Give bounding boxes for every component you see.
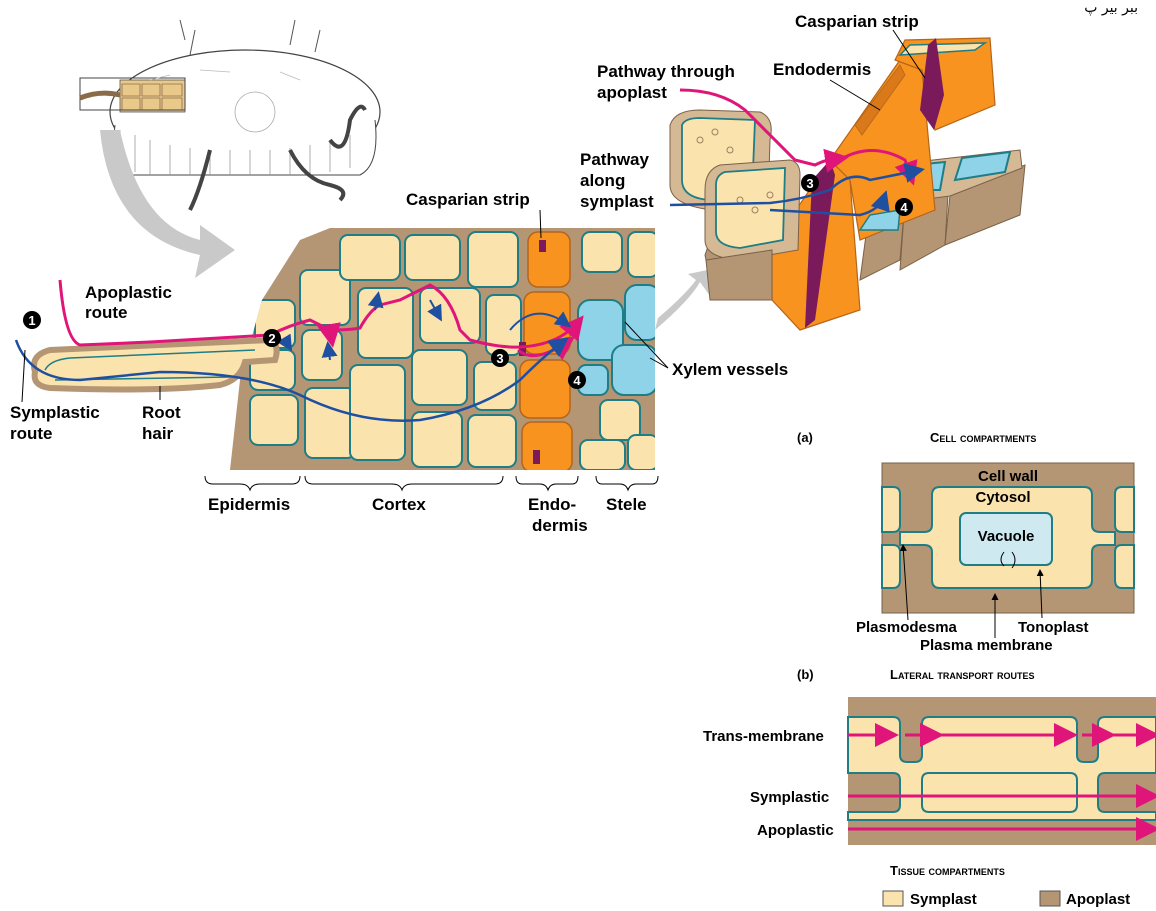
legend-swatch-apoplast [1040,891,1060,906]
label-pathway-symplast-line2: along [580,171,625,190]
route-symplastic-label: Symplastic [750,789,829,806]
route-apoplastic-label: Apoplastic [757,822,834,839]
panel-a-letter: (a) [797,430,813,445]
route-trans-membrane-label: Trans-membrane [703,728,824,745]
label-casparian-strip-inset: Casparian strip [795,12,919,31]
step-3-marker: 3 [496,351,503,366]
panel-a-title: Cell compartments [930,430,1036,445]
label-cortex: Cortex [372,495,426,514]
step-1-marker: 1 [28,313,35,328]
panel-b-title: Lateral transport routes [890,667,1035,682]
panel-a-cytosol-label: Cytosol [975,489,1030,506]
label-epidermis: Epidermis [208,495,290,514]
panel-a-plasmodesma-label: Plasmodesma [856,619,958,636]
panel-a-tonoplast-label: Tonoplast [1018,619,1089,636]
inset-step-3-marker: 3 [806,176,813,191]
panel-a-plasma-membrane-label: Plasma membrane [920,637,1053,654]
label-symplastic-route-line2: route [10,424,53,443]
tissue-brackets [205,476,658,490]
label-apoplastic-route-line2: route [85,303,128,322]
label-root-hair-line1: Root [142,403,181,422]
label-casparian-strip-main: Casparian strip [406,190,530,209]
step-4-marker: 4 [573,373,581,388]
endodermis-3d-inset: 3 4 [670,38,1025,330]
panel-b-letter: (b) [797,667,814,682]
tissue-compartments-title: Tissue compartments [890,863,1005,878]
panel-b-transport-diagram [848,697,1156,845]
label-pathway-symplast-line3: symplast [580,192,654,211]
root-tissue-section: 1 2 3 4 [16,220,660,480]
label-symplastic-route-line1: Symplastic [10,403,100,422]
legend-label-apoplast: Apoplast [1066,891,1130,908]
label-stele: Stele [606,495,647,514]
label-root-hair-line2: hair [142,424,174,443]
label-pathway-apoplast-line2: apoplast [597,83,667,102]
label-endodermis-line2: dermis [532,516,588,535]
label-pathway-symplast-line1: Pathway [580,150,650,169]
step-2-marker: 2 [268,331,275,346]
label-endodermis-line1: Endo- [528,495,576,514]
panel-a-vacuole-label: Vacuole [978,528,1035,545]
legend-swatch-symplast [883,891,903,906]
label-endodermis-inset: Endodermis [773,60,871,79]
label-xylem-vessels: Xylem vessels [672,360,788,379]
label-apoplastic-route-line1: Apoplastic [85,283,172,302]
inset-step-4-marker: 4 [900,200,908,215]
panel-a-cell-wall-label: Cell wall [978,468,1038,485]
label-pathway-apoplast-line1: Pathway through [597,62,735,81]
legend-label-symplast: Symplast [910,891,977,908]
